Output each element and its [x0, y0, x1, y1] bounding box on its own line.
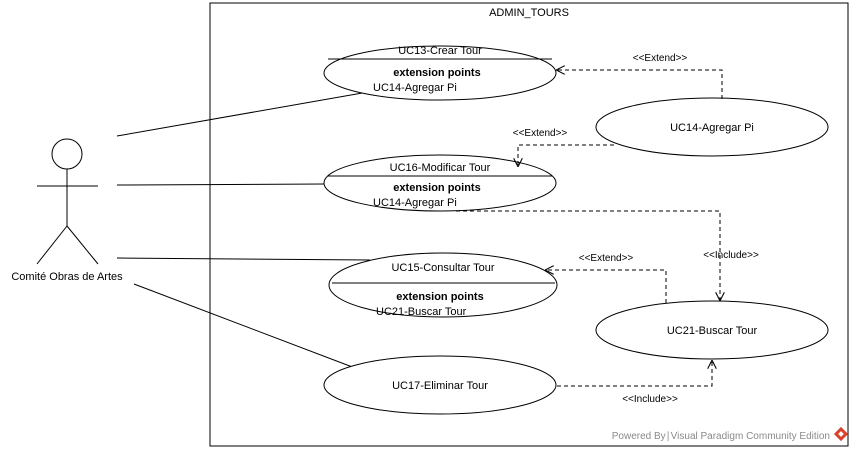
actor-head [51, 138, 83, 170]
usecase-uc15-ext-header: extension points [396, 291, 483, 303]
extend-arrow-uc14-uc13 [557, 70, 723, 99]
include-arrow-uc17-uc21 [557, 361, 712, 387]
visual-paradigm-logo-icon [833, 426, 849, 442]
association-uc15 [116, 257, 371, 261]
usecase-uc15-title: UC15-Consultar Tour [391, 262, 494, 274]
usecase-uc13-ext-header: extension points [393, 67, 480, 79]
footer-credit: Powered By∣Visual Paradigm Community Edi… [612, 431, 830, 442]
usecase-uc16-ext-point: UC14-Agregar Pi [373, 197, 457, 209]
usecase-uc21-ellipse [595, 300, 829, 360]
extend-label-uc14-uc13: <<Extend>> [633, 53, 688, 64]
usecase-uc14[interactable]: UC14-Agregar Pi [595, 97, 829, 157]
include-arrow-uc16-uc21 [456, 210, 720, 300]
usecase-uc21-title: UC21-Buscar Tour [667, 325, 758, 337]
usecase-uc16-ext-header: extension points [393, 182, 480, 194]
association-uc16 [116, 183, 326, 186]
association-uc13 [116, 91, 369, 137]
extend-arrow-uc21-uc15 [546, 270, 667, 303]
actor-leg-left [36, 225, 68, 265]
usecase-uc14-ellipse [595, 97, 829, 157]
usecase-uc17-title: UC17-Eliminar Tour [392, 380, 488, 392]
usecase-uc15-ext-point: UC21-Buscar Tour [376, 306, 467, 318]
usecase-uc15-ellipse [328, 252, 558, 318]
usecase-uc16-title: UC16-Modificar Tour [390, 162, 491, 174]
usecase-uc16-ellipse [323, 154, 557, 212]
usecase-uc15[interactable]: UC15-Consultar Tour extension points UC2… [328, 252, 558, 318]
usecase-uc16[interactable]: UC16-Modificar Tour extension points UC1… [323, 154, 557, 212]
usecase-uc13-title: UC13-Crear Tour [398, 45, 482, 57]
usecase-uc13-ext-point: UC14-Agregar Pi [373, 82, 457, 94]
usecase-uc21[interactable]: UC21-Buscar Tour [595, 300, 829, 360]
usecase-uc17[interactable]: UC17-Eliminar Tour [323, 355, 557, 415]
system-title: ADMIN_TOURS [489, 7, 569, 19]
actor-comite[interactable]: Comité Obras de Artes [11, 138, 123, 283]
include-label-uc17-uc21: <<Include>> [622, 394, 678, 405]
extend-label-uc14-uc16: <<Extend>> [513, 128, 568, 139]
association-uc17 [133, 283, 356, 369]
actor-label: Comité Obras de Artes [11, 271, 123, 283]
extend-label-uc21-uc15: <<Extend>> [579, 253, 634, 264]
extend-arrow-uc14-uc16 [518, 144, 614, 166]
usecase-uc17-ellipse [323, 355, 557, 415]
actor-leg-right [66, 225, 99, 265]
usecase-uc13[interactable]: UC13-Crear Tour extension points UC14-Ag… [323, 45, 557, 101]
include-label-uc16-uc21: <<Include>> [703, 250, 759, 261]
usecase-uc14-title: UC14-Agregar Pi [670, 122, 754, 134]
